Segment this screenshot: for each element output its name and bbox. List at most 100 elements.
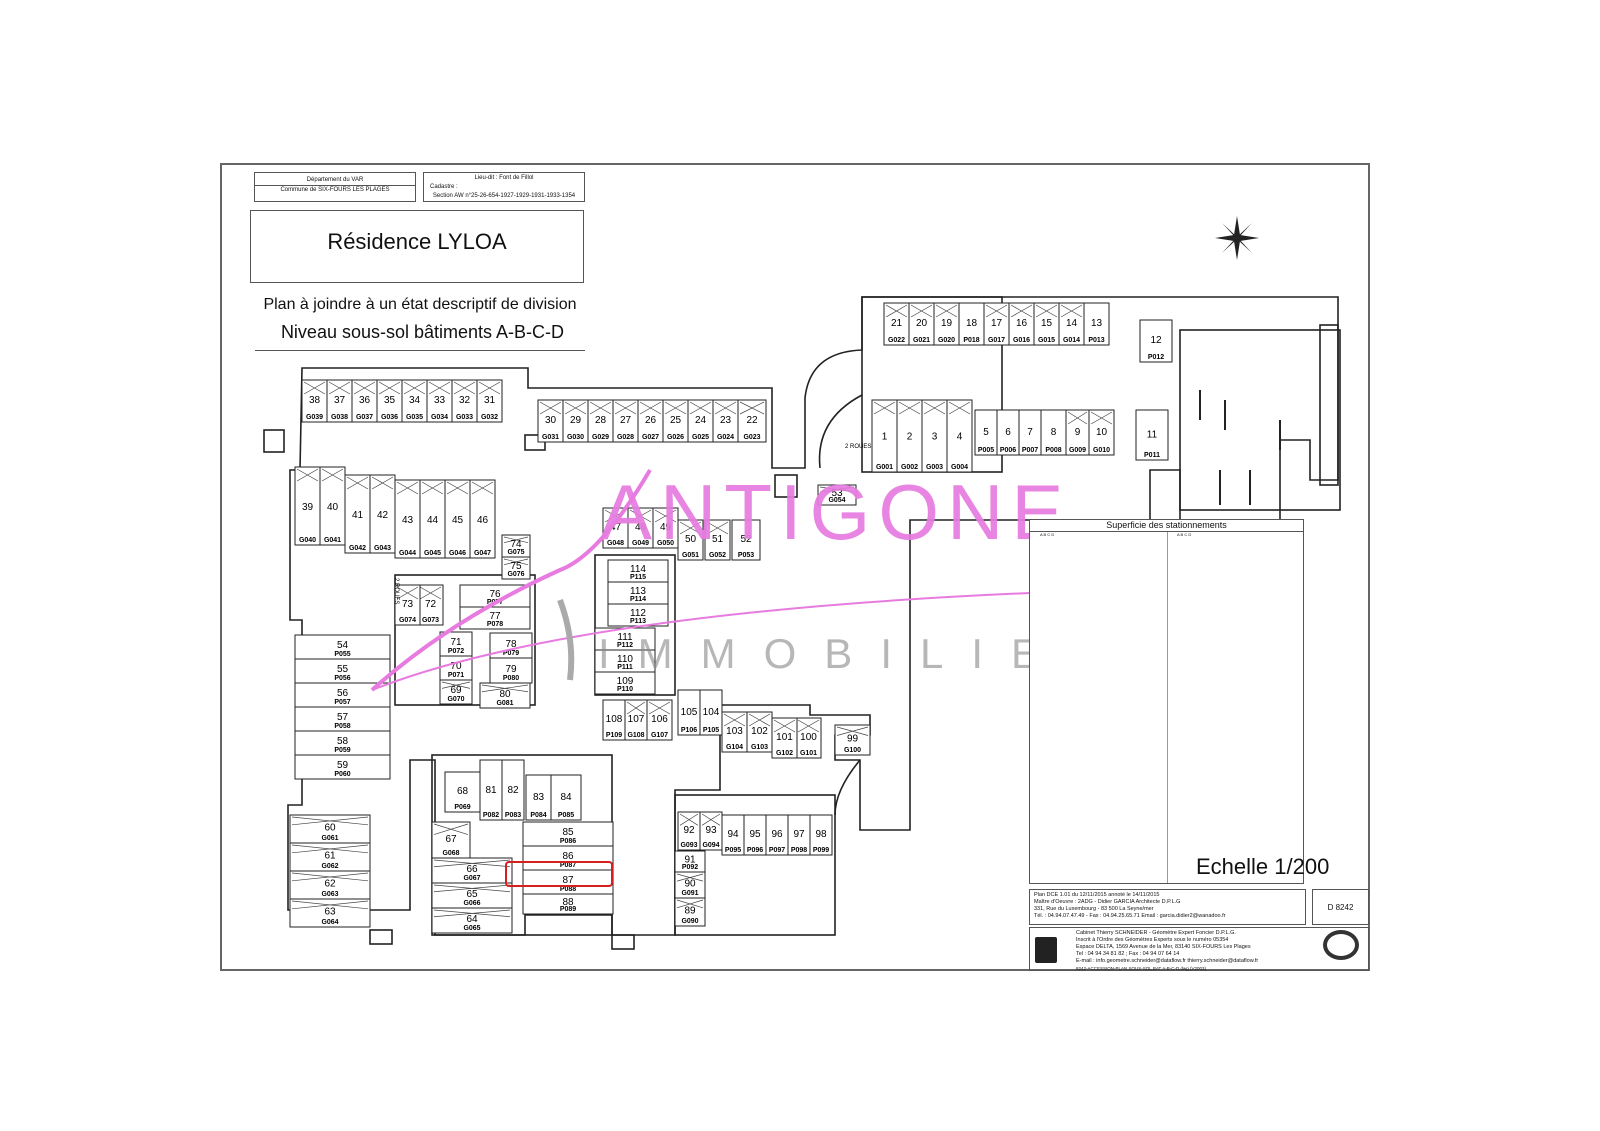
geometre-logo-icon bbox=[1035, 937, 1057, 963]
space-number: 17 bbox=[991, 318, 1003, 329]
space-lot-id: P072 bbox=[448, 648, 464, 655]
space-lot-id: G001 bbox=[876, 464, 893, 471]
space-lot-id: G004 bbox=[951, 464, 968, 471]
commune-text: Commune de SIX-FOURS LES PLAGES bbox=[255, 185, 415, 195]
space-lot-id: P077 bbox=[487, 599, 503, 606]
space-lot-id: G070 bbox=[447, 696, 464, 703]
subtitle-underline bbox=[255, 350, 585, 351]
space-lot-id: P097 bbox=[769, 847, 785, 854]
north-compass-icon bbox=[1215, 216, 1259, 260]
residence-title: Résidence LYLOA bbox=[327, 229, 507, 254]
watermark-brand: ANTIGONE bbox=[600, 468, 1072, 556]
space-lot-id: P115 bbox=[630, 574, 646, 581]
space-lot-id: G014 bbox=[1063, 337, 1080, 344]
space-lot-id: P110 bbox=[617, 686, 633, 693]
space-number: 102 bbox=[751, 726, 768, 737]
space-number: 73 bbox=[402, 599, 414, 610]
espace-text: Espace DELTA, 1569 Avenue de la Mer, 831… bbox=[1076, 944, 1251, 950]
space-lot-id: G102 bbox=[776, 750, 793, 757]
space-lot-id: G015 bbox=[1038, 337, 1055, 344]
space-lot-id: P069 bbox=[454, 804, 470, 811]
space-number: 85 bbox=[562, 827, 574, 838]
ordre-text: Inscrit à l'Ordre des Géomètres Experts … bbox=[1076, 937, 1229, 943]
space-number: 71 bbox=[450, 637, 462, 648]
space-lot-id: G075 bbox=[507, 549, 524, 556]
space-lot-id: G009 bbox=[1069, 447, 1086, 454]
footer-geometre-box: Cabinet Thierry SCHNEIDER - Géomètre Exp… bbox=[1029, 927, 1369, 971]
space-lot-id: G052 bbox=[709, 552, 726, 559]
space-lot-id: G061 bbox=[321, 835, 338, 842]
space-lot-id: P085 bbox=[558, 812, 574, 819]
space-number: 23 bbox=[720, 415, 732, 426]
space-number: 45 bbox=[452, 515, 464, 526]
space-number: 27 bbox=[620, 415, 632, 426]
space-number: 36 bbox=[359, 395, 371, 406]
table-col-right: A B C D bbox=[1167, 532, 1303, 883]
space-lot-id: P088 bbox=[560, 886, 576, 893]
space-number: 37 bbox=[334, 395, 346, 406]
space-lot-id: P079 bbox=[503, 650, 519, 657]
space-number: 84 bbox=[560, 792, 572, 803]
space-lot-id: G042 bbox=[349, 545, 366, 552]
space-lot-id: G091 bbox=[681, 890, 698, 897]
space-number: 64 bbox=[466, 914, 478, 925]
space-lot-id: G033 bbox=[456, 414, 473, 421]
space-number: 107 bbox=[628, 714, 645, 725]
space-number: 50 bbox=[685, 534, 697, 545]
lieu-dit-text: Lieu-dit : Font de Fillol bbox=[474, 175, 534, 181]
space-lot-id: P059 bbox=[334, 747, 350, 754]
departement-text: Département du VAR bbox=[306, 177, 364, 183]
space-lot-id: G067 bbox=[463, 875, 480, 882]
space-lot-id: P055 bbox=[334, 651, 350, 658]
space-number: 58 bbox=[337, 736, 349, 747]
space-lot-id: G062 bbox=[321, 863, 338, 870]
space-lot-id: P057 bbox=[334, 699, 350, 706]
space-lot-id: G064 bbox=[321, 919, 338, 926]
doc-id: D 8242 bbox=[1327, 903, 1354, 912]
space-lot-id: G076 bbox=[507, 571, 524, 578]
space-number: 22 bbox=[746, 415, 758, 426]
space-lot-id: G021 bbox=[913, 337, 930, 344]
space-lot-id: G016 bbox=[1013, 337, 1030, 344]
table-col-header-left: A B C D bbox=[1040, 532, 1055, 537]
space-lot-id: G038 bbox=[331, 414, 348, 421]
space-number: 56 bbox=[337, 688, 349, 699]
space-number: 78 bbox=[505, 639, 517, 650]
space-lot-id: P053 bbox=[738, 552, 754, 559]
space-lot-id: G017 bbox=[988, 337, 1005, 344]
space-lot-id: P080 bbox=[503, 675, 519, 682]
email-text: E-mail : info.geometre.schneider@dataflo… bbox=[1076, 958, 1259, 964]
space-number: 89 bbox=[684, 905, 696, 916]
space-lot-id: G073 bbox=[422, 617, 439, 624]
space-number: 39 bbox=[302, 502, 314, 513]
space-number: 1 bbox=[882, 432, 888, 443]
address-text: 331, Rue du Luxembourg - 83 500 La Seyne… bbox=[1034, 906, 1154, 912]
space-number: 19 bbox=[941, 318, 953, 329]
space-lot-id: G045 bbox=[424, 550, 441, 557]
space-number: 33 bbox=[434, 395, 446, 406]
space-lot-id: P056 bbox=[334, 675, 350, 682]
parking-area-table: Superficie des stationnements A B C D A … bbox=[1029, 519, 1304, 884]
space-number: 91 bbox=[684, 855, 696, 866]
